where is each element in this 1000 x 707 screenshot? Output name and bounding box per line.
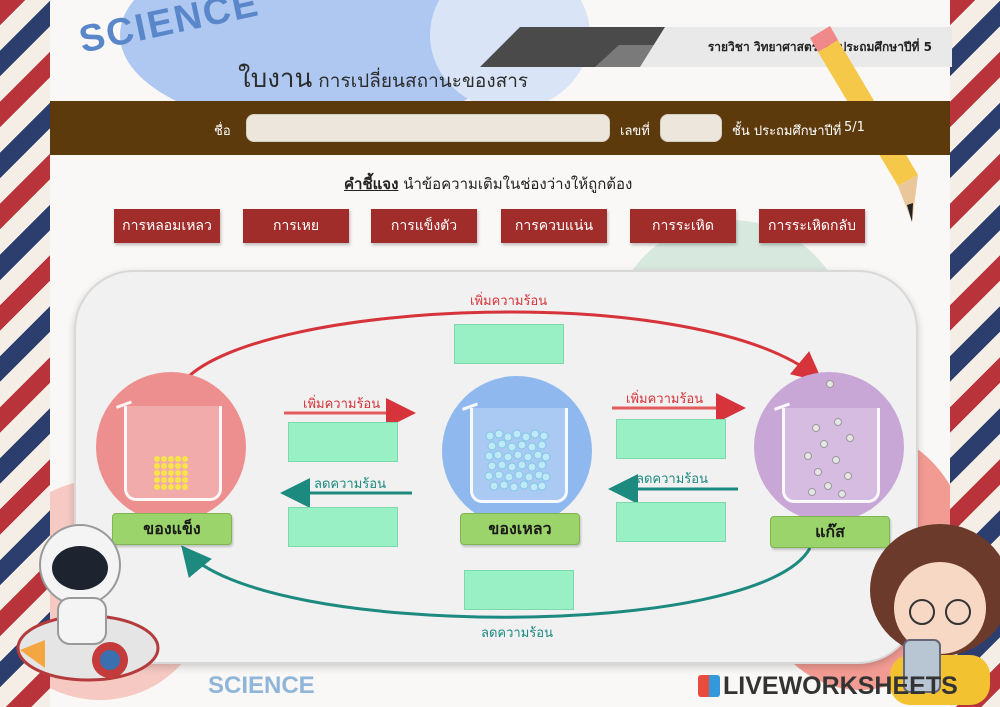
liveworksheets-brand: LIVEWORKSHEETS	[723, 672, 958, 700]
number-field[interactable]	[660, 114, 722, 142]
name-field[interactable]	[246, 114, 610, 142]
answer-liquid-gas[interactable]	[616, 419, 726, 459]
word-freezing[interactable]: การแข็งตัว	[371, 209, 477, 243]
girl-character-icon	[870, 524, 1000, 705]
worksheet-word: ใบงาน	[238, 64, 313, 94]
student-info-bar: ชื่อ เลขที่ ชั้น ประถมศึกษาปีที่ 5/1	[50, 101, 950, 155]
left-stripe-border	[0, 0, 50, 707]
worksheet-topic: การเปลี่ยนสถานะของสาร	[318, 70, 529, 92]
label-liquid-solid-cool: ลดความร้อน	[314, 477, 386, 492]
answer-gas-liquid[interactable]	[616, 502, 726, 542]
word-condensation[interactable]: การควบแน่น	[501, 209, 607, 243]
instruction-head: คำชี้แจง	[344, 175, 399, 193]
number-label: เลขที่	[620, 124, 650, 139]
label-liquid-gas-heat: เพิ่มความร้อน	[626, 392, 704, 407]
footer-science: SCIENCE	[208, 672, 315, 699]
answer-top[interactable]	[454, 324, 564, 364]
liquid-circle	[442, 376, 592, 526]
class-value: 5/1	[844, 120, 865, 135]
class-label: ชั้น ประถมศึกษาปีที่	[732, 124, 842, 139]
page-title: ใบงานการเปลี่ยนสถานะของสาร	[238, 58, 528, 99]
gas-circle	[754, 372, 904, 522]
state-label-gas: แก๊ส	[770, 516, 890, 548]
liquid-particles-icon	[484, 429, 551, 492]
instruction-text: นำข้อความเติมในช่องว่างให้ถูกต้อง	[403, 175, 633, 193]
solid-cubes-icon	[154, 456, 188, 490]
word-deposition[interactable]: การระเหิดกลับ	[759, 209, 865, 243]
gas-particles-icon	[804, 380, 854, 498]
state-label-liquid: ของเหลว	[460, 513, 580, 545]
name-label: ชื่อ	[214, 124, 231, 139]
word-evaporation[interactable]: การเหย	[243, 209, 349, 243]
instruction: คำชี้แจง นำข้อความเติมในช่องว่างให้ถูกต้…	[344, 172, 632, 196]
word-sublimation[interactable]: การระเหิด	[630, 209, 736, 243]
liveworksheets-logo-icon	[698, 675, 720, 697]
arrow-bottom-long	[181, 545, 812, 619]
word-melting[interactable]: การหลอมเหลว	[114, 209, 220, 243]
label-bottom-cool: ลดความร้อน	[481, 626, 553, 641]
solid-circle	[96, 372, 246, 522]
label-top-heat: เพิ่มความร้อน	[470, 294, 548, 309]
label-solid-liquid-heat: เพิ่มความร้อน	[303, 397, 381, 412]
arrow-top-long	[183, 310, 823, 382]
label-gas-liquid-cool: ลดความร้อน	[636, 472, 708, 487]
answer-liquid-solid[interactable]	[288, 507, 398, 547]
astronaut-icon	[16, 524, 160, 682]
answer-bottom[interactable]	[464, 570, 574, 610]
state-label-solid: ของแข็ง	[112, 513, 232, 545]
liveworksheets-logo: LIVEWORKSHEETS	[698, 672, 958, 701]
answer-solid-liquid[interactable]	[288, 422, 398, 462]
